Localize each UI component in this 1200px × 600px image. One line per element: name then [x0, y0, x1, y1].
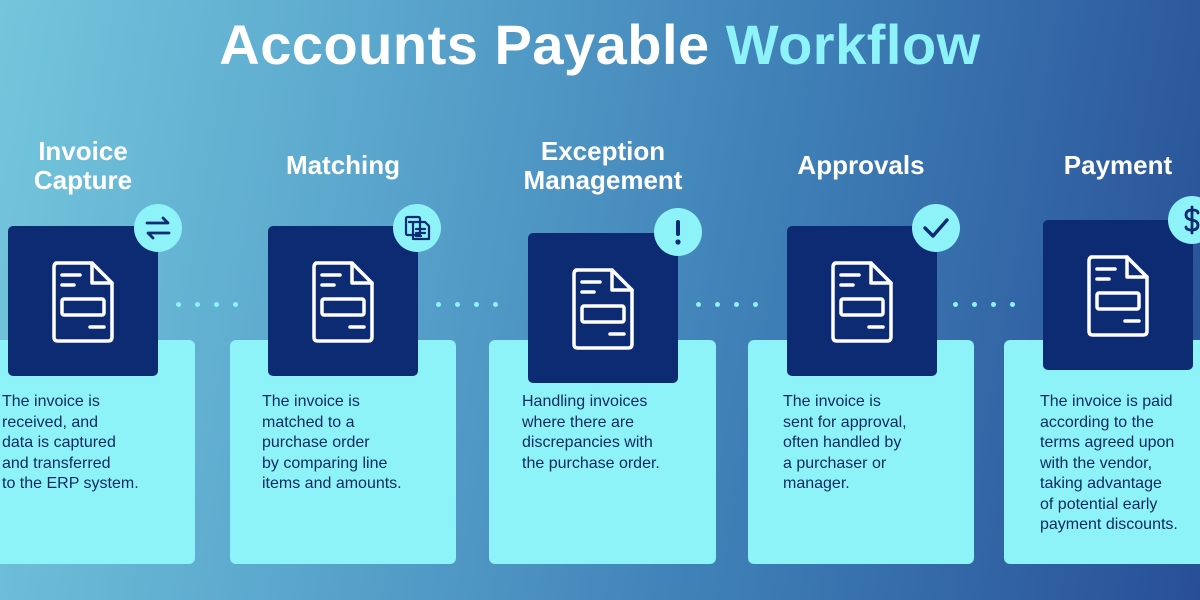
exclamation-icon: [675, 220, 681, 245]
document-icon: [572, 268, 634, 350]
badge-invoice-capture: [134, 204, 182, 252]
stage-card-approvals: [748, 340, 974, 564]
connector-dots: [953, 302, 1015, 308]
connector-dots: [436, 302, 498, 308]
title-main: Accounts Payable: [219, 13, 710, 76]
stage-box-exception-management: [528, 233, 678, 383]
stage-description-approvals: The invoice is sent for approval, often …: [783, 393, 907, 492]
page-title: Accounts Payable Workflow: [0, 12, 1200, 77]
stage-title-payment: Payment: [1063, 150, 1173, 180]
stage-card-payment: [1004, 340, 1200, 564]
stage-description-invoice-capture: The invoice is received, and data is cap…: [2, 393, 139, 492]
stage-box-payment: [1043, 220, 1193, 370]
stage-description-payment: The invoice is paid according to the ter…: [1040, 393, 1178, 533]
stage-title-invoice-capture: Invoice Capture: [33, 136, 133, 195]
connector-dots: [176, 302, 238, 308]
document-icon: [1087, 255, 1149, 337]
document-icon: [831, 261, 893, 343]
badge-approvals: [912, 204, 960, 252]
stage-box-invoice-capture: [8, 226, 158, 376]
exchange-icon: [145, 216, 171, 240]
documents-icon: [404, 215, 431, 241]
title-accent: Workflow: [725, 13, 981, 76]
badge-exception-management: [654, 208, 702, 256]
checkmark-icon: [923, 218, 949, 238]
document-icon: [312, 261, 374, 343]
stage-card-matching: [230, 340, 456, 564]
stage-card-invoice-capture: [0, 340, 195, 564]
stage-description-matching: The invoice is matched to a purchase ord…: [262, 393, 402, 492]
dollar-icon: [1184, 205, 1200, 235]
connector-dots: [696, 302, 758, 308]
stage-box-approvals: [787, 226, 937, 376]
stage-box-matching: [268, 226, 418, 376]
badge-matching: [393, 204, 441, 252]
stage-description-exception-management: Handling invoices where there are discre…: [522, 393, 660, 472]
badge-payment: [1168, 196, 1200, 244]
stage-title-matching: Matching: [285, 150, 401, 180]
stage-title-approvals: Approvals: [797, 150, 925, 180]
document-icon: [52, 261, 114, 343]
stage-title-exception-management: Exception Management: [523, 136, 683, 195]
